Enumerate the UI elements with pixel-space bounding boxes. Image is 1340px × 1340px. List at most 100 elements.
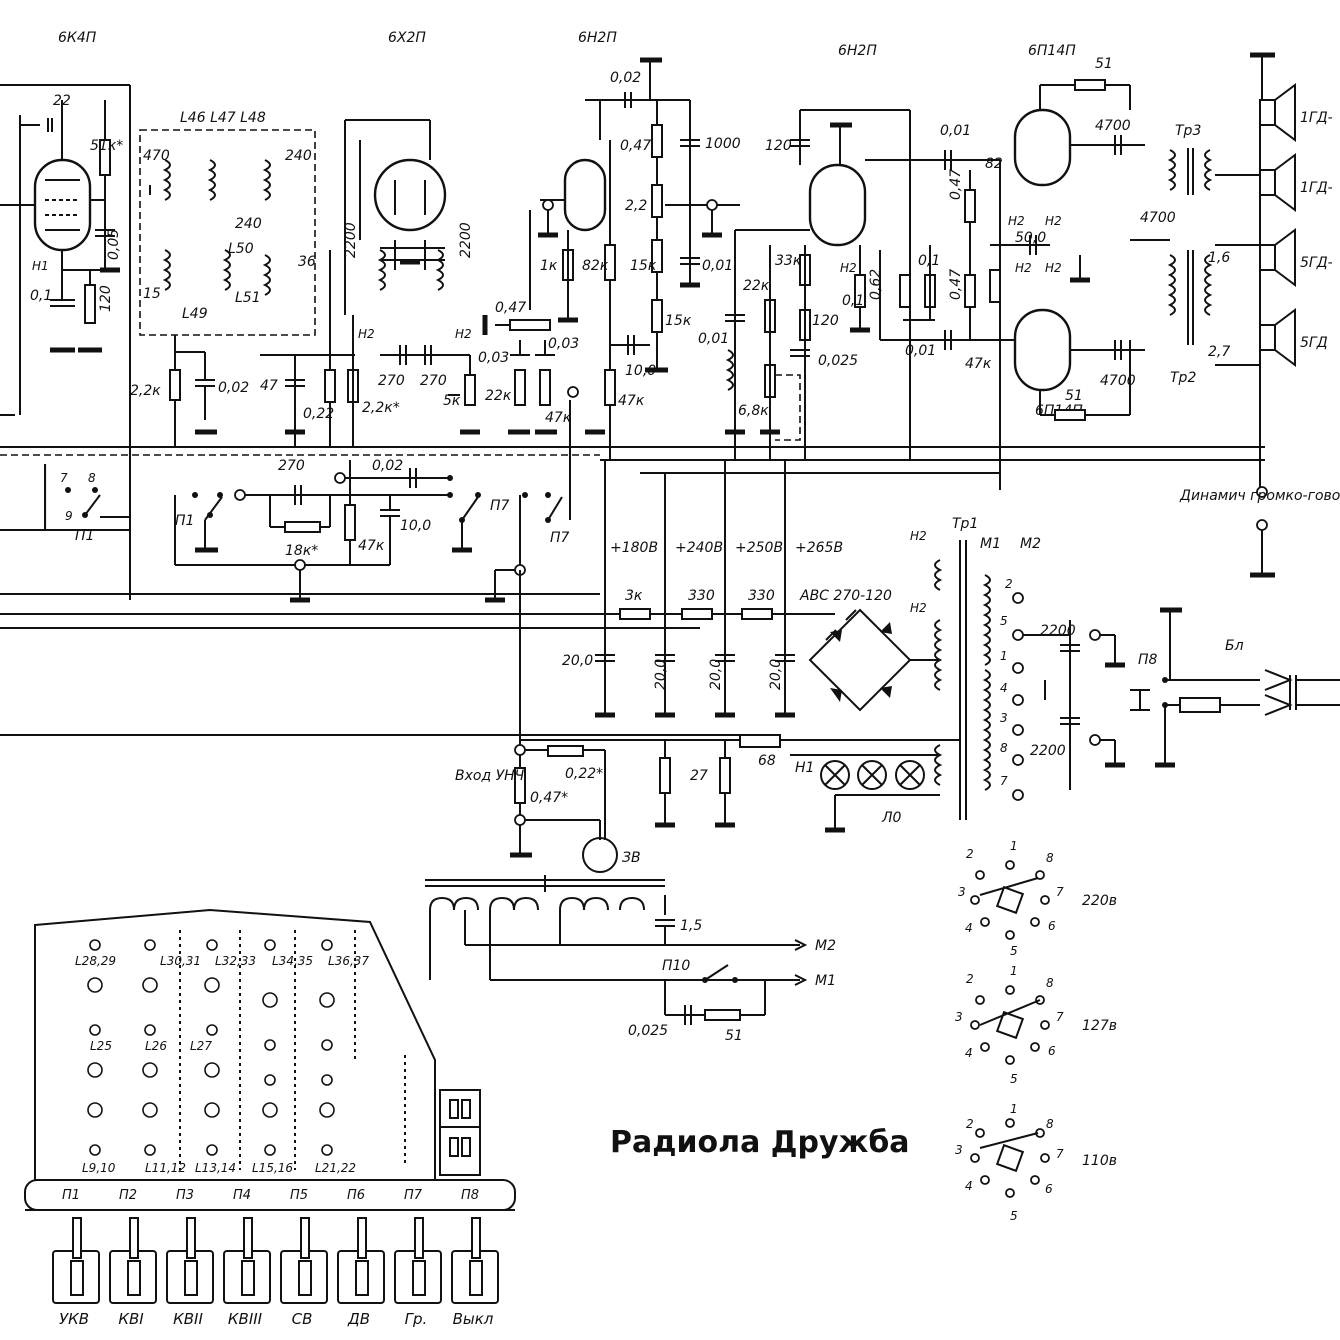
svg-text:7: 7	[1000, 774, 1008, 788]
svg-text:0,025: 0,025	[818, 353, 858, 369]
svg-text:Н2: Н2	[840, 261, 857, 275]
svg-text:22к: 22к	[485, 388, 512, 404]
svg-text:2200: 2200	[458, 222, 474, 258]
svg-text:L27: L27	[190, 1039, 212, 1053]
key-button-6[interactable]	[337, 1217, 385, 1304]
svg-text:0,47: 0,47	[620, 138, 651, 154]
svg-text:Тр1: Тр1	[952, 516, 978, 532]
svg-text:270: 270	[420, 373, 447, 389]
svg-text:0,62: 0,62	[868, 269, 884, 300]
key-button-2[interactable]	[109, 1217, 157, 1304]
svg-text:120: 120	[765, 138, 792, 154]
svg-text:М1: М1	[980, 536, 1001, 552]
svg-text:L21,22: L21,22	[315, 1161, 356, 1175]
svg-text:L34,35: L34,35	[272, 954, 313, 968]
svg-text:L28,29: L28,29	[75, 954, 116, 968]
svg-text:Л0: Л0	[881, 810, 902, 826]
svg-text:6Н2П: 6Н2П	[838, 43, 877, 59]
svg-text:22к: 22к	[743, 278, 770, 294]
svg-text:0,22*: 0,22*	[565, 766, 603, 782]
stage-6x2p: 6Х2П 2200 2200 270 270 5к 47 0,22	[260, 30, 480, 448]
coil-panel: L28,29 L30,31 L32,33 L34,35 L36,37 L25 L…	[24, 908, 516, 1211]
svg-text:П1: П1	[175, 513, 194, 529]
svg-text:1: 1	[1000, 649, 1008, 663]
speaker-caption: Динамич громко-говоритель	[1179, 488, 1340, 504]
svg-text:0,47*: 0,47*	[530, 790, 568, 806]
svg-text:0,47: 0,47	[948, 269, 964, 300]
tube-6n2p-1	[563, 158, 607, 232]
key-button-7[interactable]	[394, 1217, 442, 1304]
svg-text:20,0: 20,0	[562, 653, 593, 669]
svg-text:7: 7	[1056, 885, 1064, 899]
key-button-5[interactable]	[280, 1217, 328, 1304]
svg-text:120: 120	[98, 285, 114, 312]
svg-text:22: 22	[53, 93, 71, 109]
svg-text:4: 4	[1000, 681, 1008, 695]
svg-text:Бл: Бл	[1225, 638, 1244, 654]
svg-text:51: 51	[725, 1028, 743, 1044]
svg-text:Н2: Н2	[910, 529, 927, 543]
svg-text:51: 51	[1065, 388, 1083, 404]
svg-text:7: 7	[60, 471, 68, 485]
svg-text:82к: 82к	[582, 258, 609, 274]
svg-text:0,01: 0,01	[905, 343, 936, 359]
svg-text:120: 120	[812, 313, 839, 329]
svg-text:2,7: 2,7	[1208, 344, 1230, 360]
svg-text:П8: П8	[1138, 652, 1158, 668]
svg-text:Н1: Н1	[32, 259, 49, 273]
svg-text:5ГД: 5ГД	[1300, 335, 1328, 351]
svg-text:240: 240	[235, 216, 262, 232]
svg-text:М1: М1	[815, 973, 836, 989]
svg-text:10,0: 10,0	[625, 363, 656, 379]
svg-text:1,5: 1,5	[680, 918, 702, 934]
svg-text:4: 4	[965, 1046, 973, 1060]
svg-text:4: 4	[965, 921, 973, 935]
speakers-block: Тр3 Тр2 1ГД- 1ГД- 5ГД- 5ГД 1,6 2,7 Динам…	[1130, 52, 1340, 578]
key-button-8[interactable]	[451, 1217, 499, 1304]
svg-text:0,1: 0,1	[918, 253, 940, 269]
svg-text:2200: 2200	[343, 222, 359, 258]
svg-text:L15,16: L15,16	[252, 1161, 293, 1175]
stage-6n2p-2: 6Н2П 120 0,01 33к 22к	[698, 43, 1000, 460]
svg-text:2: 2	[966, 1117, 974, 1131]
svg-text:0,02: 0,02	[218, 380, 249, 396]
svg-text:27: 27	[690, 768, 708, 784]
svg-text:5к: 5к	[443, 393, 461, 409]
key-button-3[interactable]	[166, 1217, 214, 1304]
svg-text:2: 2	[966, 847, 974, 861]
svg-text:15к: 15к	[630, 258, 657, 274]
svg-text:127в: 127в	[1082, 1018, 1117, 1034]
svg-text:L25: L25	[90, 1039, 112, 1053]
svg-text:1к: 1к	[540, 258, 558, 274]
svg-text:П10: П10	[662, 958, 690, 974]
svg-text:М2: М2	[815, 938, 836, 954]
svg-text:5: 5	[1010, 1209, 1018, 1223]
svg-text:1000: 1000	[705, 136, 741, 152]
svg-text:L46 L47 L48: L46 L47 L48	[180, 110, 266, 126]
key-button-1[interactable]	[52, 1217, 100, 1304]
svg-text:+250В: +250В	[735, 540, 783, 556]
svg-text:330: 330	[748, 588, 775, 604]
svg-text:47к: 47к	[965, 356, 992, 372]
svg-text:L51: L51	[235, 290, 261, 306]
svg-text:2200: 2200	[1040, 623, 1076, 639]
svg-text:+240В: +240В	[675, 540, 723, 556]
svg-text:1: 1	[1010, 1102, 1018, 1116]
svg-text:51: 51	[1095, 56, 1113, 72]
svg-text:Тр3: Тр3	[1175, 123, 1201, 139]
svg-text:270: 270	[378, 373, 405, 389]
key-button-4[interactable]	[223, 1217, 271, 1304]
svg-text:1: 1	[1010, 839, 1018, 853]
svg-text:0,03: 0,03	[478, 350, 509, 366]
svg-text:8: 8	[1046, 1117, 1054, 1131]
svg-text:2,2к: 2,2к	[130, 383, 161, 399]
svg-text:47к: 47к	[545, 410, 572, 426]
tube-6p14p-1	[1013, 108, 1072, 187]
svg-text:8: 8	[1000, 741, 1008, 755]
svg-text:ЗВ: ЗВ	[622, 850, 641, 866]
svg-text:68: 68	[758, 753, 776, 769]
